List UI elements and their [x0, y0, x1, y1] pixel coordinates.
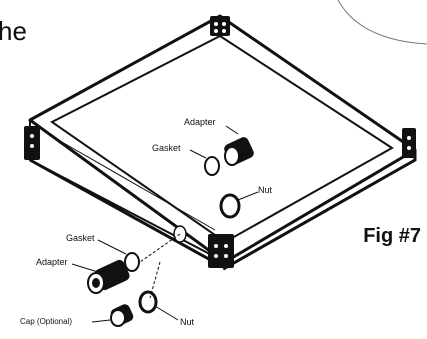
gasket-bottom-part — [124, 252, 140, 272]
leader-adapter-bottom — [71, 263, 99, 273]
adapter-bottom-part — [87, 259, 130, 294]
corner-bracket-bottom — [208, 234, 234, 268]
adapter-top-part — [224, 137, 254, 166]
label-cap: Cap (Optional) — [20, 317, 73, 326]
nut-bottom-part — [138, 290, 158, 314]
leader-nut-bottom — [154, 305, 179, 321]
corner-bracket-top — [210, 16, 230, 36]
tray-front-wall-bottom — [29, 158, 226, 270]
gasket-top-part — [204, 156, 220, 176]
corner-bracket-left — [24, 126, 40, 160]
cap-part — [110, 304, 134, 327]
leader-adapter-top — [225, 125, 239, 135]
corner-bracket-right — [402, 128, 416, 158]
label-nut-top: Nut — [258, 185, 273, 195]
nut-top-part — [219, 193, 241, 219]
leader-gasket-top — [189, 149, 207, 159]
label-gasket-bottom: Gasket — [66, 233, 95, 243]
figure-caption: Fig #7 — [363, 225, 421, 247]
drain-axis — [139, 233, 181, 263]
cap-axis — [149, 261, 161, 299]
leader-nut-top — [237, 191, 259, 201]
label-nut-bottom: Nut — [180, 317, 195, 327]
cut-off-heading: he — [0, 16, 27, 46]
leader-cap — [91, 319, 111, 323]
leader-gasket-bottom — [97, 239, 127, 255]
label-gasket-top: Gasket — [152, 143, 181, 153]
label-adapter-top: Adapter — [184, 117, 216, 127]
corner-arc — [337, 0, 427, 45]
tray-wall-inner-edge — [47, 133, 216, 231]
label-adapter-bottom: Adapter — [36, 257, 68, 267]
